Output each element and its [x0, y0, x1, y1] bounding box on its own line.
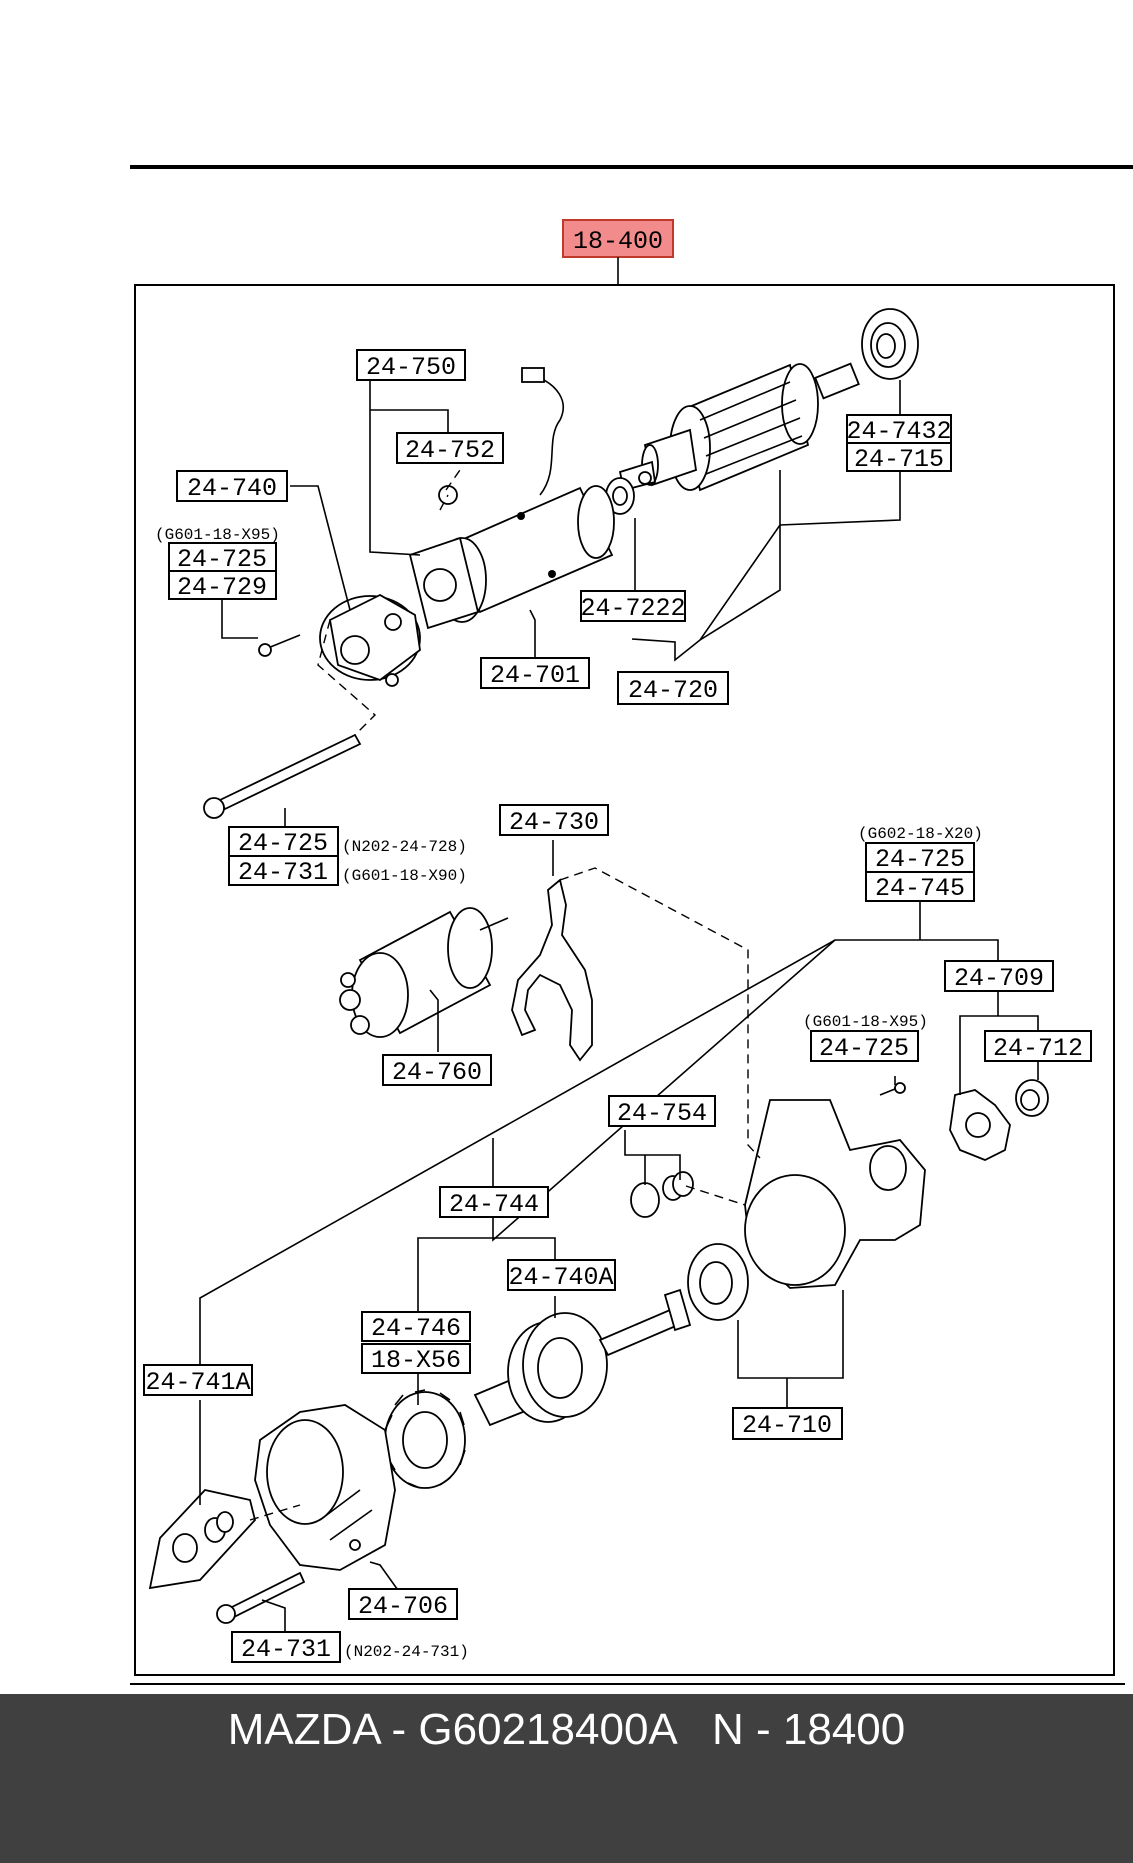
armature-drawing	[618, 362, 860, 492]
svg-text:24-731: 24-731	[238, 858, 328, 887]
caption-bar	[0, 1694, 1133, 1863]
bearing-24-710-drawing	[687, 1243, 749, 1321]
caption-text: MAZDA - G60218400A N - 18400	[227, 1705, 906, 1754]
svg-text:24-750: 24-750	[366, 353, 456, 382]
svg-text:24-760: 24-760	[392, 1058, 482, 1087]
group-code-label[interactable]: 18-400	[573, 227, 663, 256]
svg-text:24-725: 24-725	[875, 845, 965, 874]
label-24-740[interactable]: 24-740	[176, 470, 288, 503]
drive-lever-drawing	[511, 878, 593, 1062]
label-24-752[interactable]: 24-752	[396, 432, 504, 465]
solenoid-drawing	[339, 907, 509, 1038]
svg-text:24-720: 24-720	[628, 676, 718, 705]
label-24-746[interactable]: 24-746	[361, 1311, 471, 1343]
screw-24-729-drawing	[258, 634, 301, 657]
rear-housing-drawing	[254, 1404, 396, 1571]
label-24-720[interactable]: 24-720	[617, 671, 729, 705]
through-bolt-drawing	[203, 733, 362, 819]
svg-text:24-7432: 24-7432	[846, 417, 951, 446]
plug-assembly-24-741A-drawing	[148, 1489, 256, 1590]
label-24-706[interactable]: 24-706	[348, 1588, 458, 1621]
label-24-710[interactable]: 24-710	[732, 1407, 843, 1440]
label-24-754[interactable]: 24-754	[608, 1095, 716, 1128]
label-24-7432[interactable]: 24-7432	[846, 414, 952, 446]
svg-text:24-710: 24-710	[742, 1411, 832, 1440]
svg-text:24-725: 24-725	[238, 829, 328, 858]
note-n202-728: (N202-24-728)	[342, 838, 467, 856]
label-24-725-housing[interactable]: 24-725	[810, 1030, 919, 1063]
label-24-729[interactable]: 24-729	[168, 570, 277, 602]
label-24-741A[interactable]: 24-741A	[143, 1364, 253, 1397]
bolt-24-731-drawing	[216, 1571, 306, 1624]
label-24-701[interactable]: 24-701	[480, 657, 590, 690]
svg-text:24-701: 24-701	[490, 661, 580, 690]
label-24-709[interactable]: 24-709	[944, 960, 1054, 993]
note-g601-x90: (G601-18-X90)	[342, 867, 467, 885]
label-24-725-right[interactable]: 24-725	[865, 842, 975, 874]
svg-text:24-725: 24-725	[177, 545, 267, 574]
note-n202-731: (N202-24-731)	[344, 1643, 469, 1661]
label-24-7222[interactable]: 24-7222	[580, 590, 686, 623]
svg-text:18-X56: 18-X56	[371, 1346, 461, 1375]
plug-set-drawing	[630, 1171, 694, 1218]
label-24-750[interactable]: 24-750	[356, 349, 466, 382]
pinion-gear-drawing	[949, 1079, 1049, 1161]
brush-holder-drawing	[319, 593, 421, 687]
label-24-760[interactable]: 24-760	[382, 1054, 492, 1087]
label-24-712[interactable]: 24-712	[984, 1030, 1092, 1063]
svg-text:24-745: 24-745	[875, 874, 965, 903]
label-18-X56[interactable]: 18-X56	[361, 1343, 471, 1375]
svg-text:24-741A: 24-741A	[145, 1368, 250, 1397]
svg-text:24-7222: 24-7222	[580, 594, 685, 623]
label-24-731-bolt[interactable]: 24-731	[228, 855, 339, 887]
diagram-frame	[134, 284, 1115, 1676]
note-g602-x20: (G602-18-X20)	[858, 825, 983, 843]
label-24-745[interactable]: 24-745	[865, 871, 975, 903]
svg-text:24-712: 24-712	[993, 1034, 1083, 1063]
label-24-715[interactable]: 24-715	[846, 442, 952, 474]
pinion-shaft-drawing	[473, 1288, 692, 1427]
label-24-725-upper[interactable]: 24-725	[168, 542, 277, 574]
svg-text:24-752: 24-752	[405, 436, 495, 465]
svg-text:24-746: 24-746	[371, 1314, 461, 1343]
front-housing-drawing	[744, 1082, 926, 1289]
note-g601-x95-lower: (G601-18-X95)	[803, 1013, 928, 1031]
bearing-24-7432-drawing	[861, 308, 919, 380]
label-24-740A[interactable]: 24-740A	[507, 1259, 616, 1292]
svg-text:24-706: 24-706	[358, 1592, 448, 1621]
svg-text:24-725: 24-725	[819, 1034, 909, 1063]
svg-text:24-715: 24-715	[854, 445, 944, 474]
note-g601-x95-upper: (G601-18-X95)	[155, 526, 280, 544]
svg-text:24-740: 24-740	[187, 474, 277, 503]
gear-drawing	[384, 1389, 466, 1489]
label-24-731-lower[interactable]: 24-731	[231, 1631, 341, 1664]
svg-text:24-709: 24-709	[954, 964, 1044, 993]
svg-text:24-731: 24-731	[241, 1635, 331, 1664]
svg-text:24-730: 24-730	[509, 808, 599, 837]
yoke-drawing	[408, 367, 615, 630]
label-24-730[interactable]: 24-730	[499, 804, 609, 837]
svg-text:24-754: 24-754	[617, 1099, 707, 1128]
label-24-725-bolt[interactable]: 24-725	[228, 826, 339, 858]
svg-text:24-729: 24-729	[177, 573, 267, 602]
svg-text:24-740A: 24-740A	[508, 1263, 613, 1292]
label-24-744[interactable]: 24-744	[439, 1186, 549, 1219]
svg-text:24-744: 24-744	[449, 1190, 539, 1219]
